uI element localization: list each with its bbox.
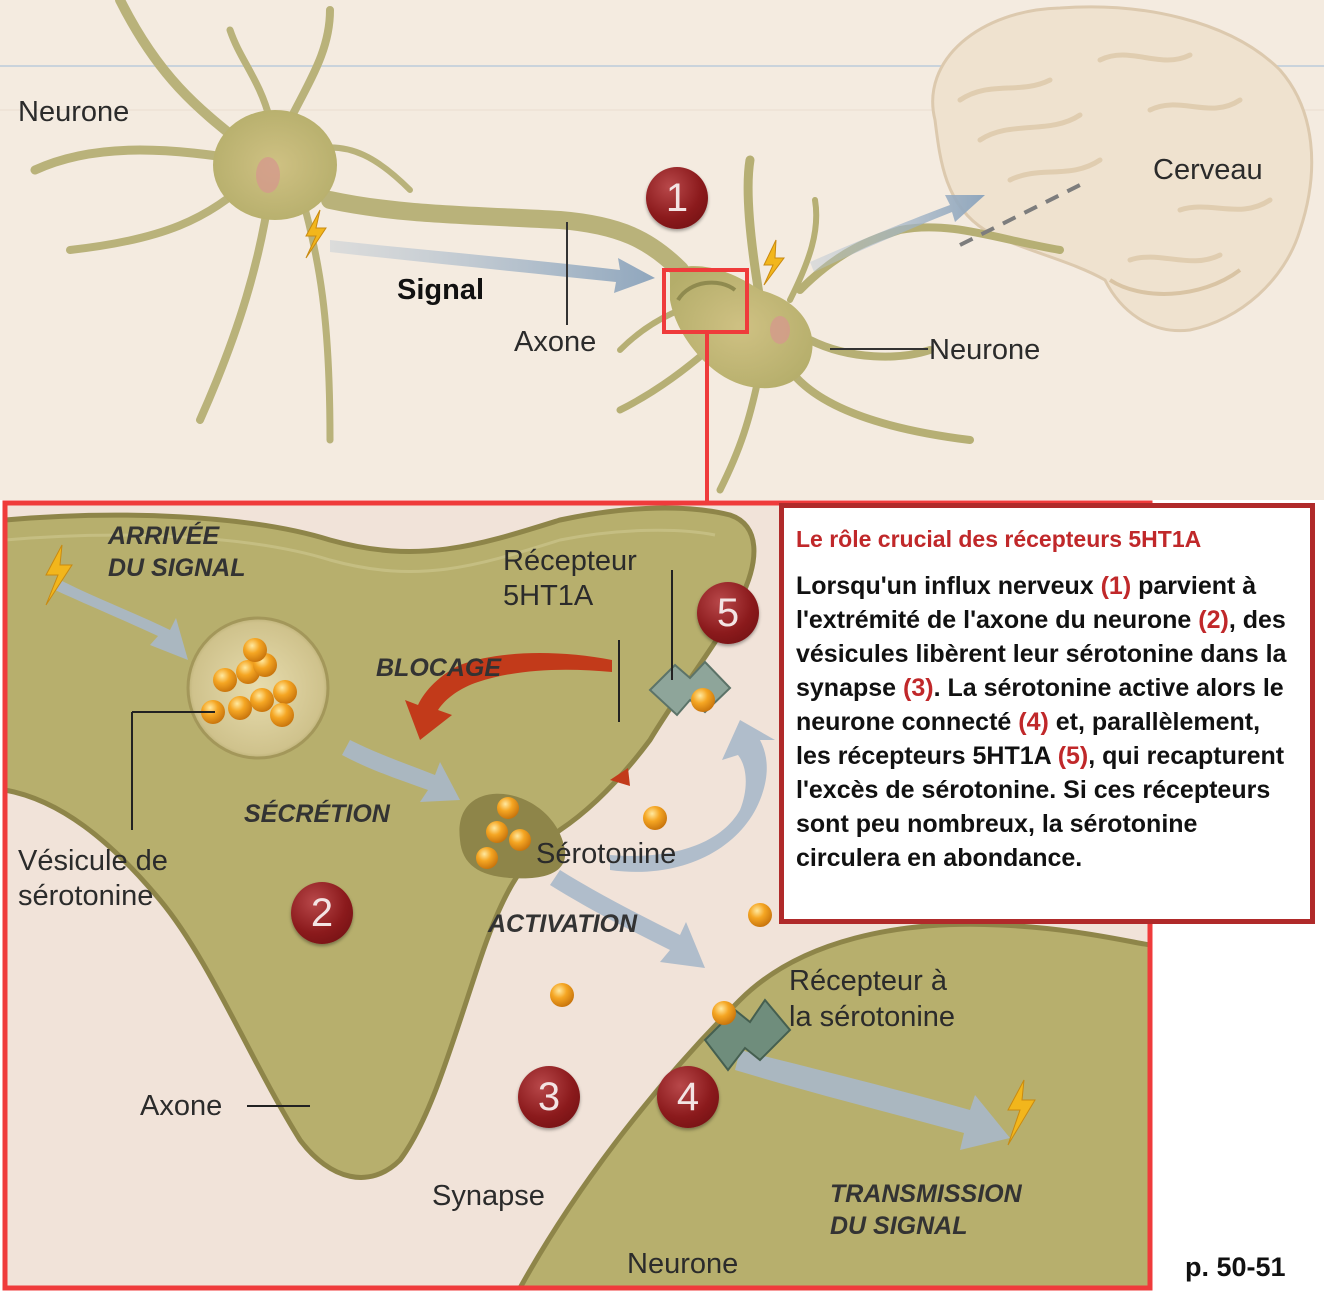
explanation-segment: et, parallèlement, les récepteurs 5HT1A xyxy=(796,708,1261,770)
label-transmission-line2: DU SIGNAL xyxy=(830,1212,968,1240)
label-neuron-left: Neurone xyxy=(18,96,130,128)
explanation-segment: parvient à l'extrémité de l'axone du neu… xyxy=(796,572,1257,634)
explanation-segment: , qui recapturent l'excès de sérotonine.… xyxy=(796,742,1285,872)
secretion-arrow xyxy=(342,740,460,802)
label-transmission-line1: TRANSMISSION xyxy=(830,1180,1022,1208)
serotonin-vesicle xyxy=(186,616,330,760)
ref-2: (2) xyxy=(1198,606,1229,634)
explanation-segment: , des vésicules libèrent leur sérotonine… xyxy=(796,606,1287,702)
transmission-arrow xyxy=(735,1050,1010,1150)
serotonin-molecules xyxy=(201,638,772,1025)
explanation-box: Le rôle crucial des récepteurs 5HT1A Lor… xyxy=(779,503,1315,924)
label-brain: Cerveau xyxy=(1153,154,1263,186)
label-receptor-5ht1a-line1: Récepteur xyxy=(503,545,637,577)
explanation-title: Le rôle crucial des récepteurs 5HT1A xyxy=(796,526,1202,552)
explanation-segment: . La sérotonine active alors le neurone … xyxy=(796,674,1284,736)
label-receptor-sero-line2: la sérotonine xyxy=(789,1001,956,1033)
label-secretion: SÉCRÉTION xyxy=(244,800,390,828)
label-serotonin: Sérotonine xyxy=(536,838,677,870)
lightning-icon xyxy=(305,209,327,259)
label-blocking: BLOCAGE xyxy=(376,654,501,682)
lightning-icon xyxy=(763,239,785,286)
to-brain-arrow xyxy=(810,195,985,272)
label-receptor-5ht1a-line2: 5HT1A xyxy=(503,580,594,612)
lightning-icon xyxy=(45,544,73,606)
label-vesicle-line2: sérotonine xyxy=(18,880,154,912)
ref-1: (1) xyxy=(1100,572,1132,600)
ref-5: (5) xyxy=(1057,742,1089,770)
label-receptor-sero-line1: Récepteur à xyxy=(789,965,947,997)
serotonin-receptor xyxy=(703,998,792,1072)
ref-4: (4) xyxy=(1018,708,1049,736)
ref-3: (3) xyxy=(903,674,934,702)
activation-arrow xyxy=(550,870,705,968)
badge-5: 5 xyxy=(697,582,759,644)
label-arrival-line2: DU SIGNAL xyxy=(108,554,246,582)
label-vesicle-line1: Vésicule de xyxy=(18,845,168,877)
label-signal: Signal xyxy=(397,274,485,306)
arrival-arrow xyxy=(55,580,188,660)
badge-1: 1 xyxy=(646,167,708,229)
brain-illustration xyxy=(931,5,1314,333)
badge-3: 3 xyxy=(518,1066,580,1128)
label-axon-zoom: Axone xyxy=(140,1090,223,1122)
badge-4: 4 xyxy=(657,1066,719,1128)
lightning-icon xyxy=(1007,1079,1036,1146)
label-axon-top: Axone xyxy=(514,326,597,358)
explanation-segment: Lorsqu'un influx nerveux xyxy=(796,572,1101,600)
signal-arrow xyxy=(330,240,655,293)
badge-2: 2 xyxy=(291,882,353,944)
label-activation: ACTIVATION xyxy=(488,910,638,938)
label-synapse: Synapse xyxy=(432,1180,545,1212)
explanation-text: Lorsqu'un influx nerveux (1) parvient à … xyxy=(796,569,1298,875)
blocking-arrow xyxy=(405,653,612,740)
page-reference: p. 50-51 xyxy=(1185,1252,1286,1282)
label-neuron-right: Neurone xyxy=(929,334,1041,366)
label-neuron-zoom: Neurone xyxy=(627,1248,739,1280)
postsynaptic-neuron xyxy=(515,921,1153,1291)
reuptake-arrow xyxy=(610,720,775,872)
label-arrival-line1: ARRIVÉE xyxy=(108,522,220,550)
